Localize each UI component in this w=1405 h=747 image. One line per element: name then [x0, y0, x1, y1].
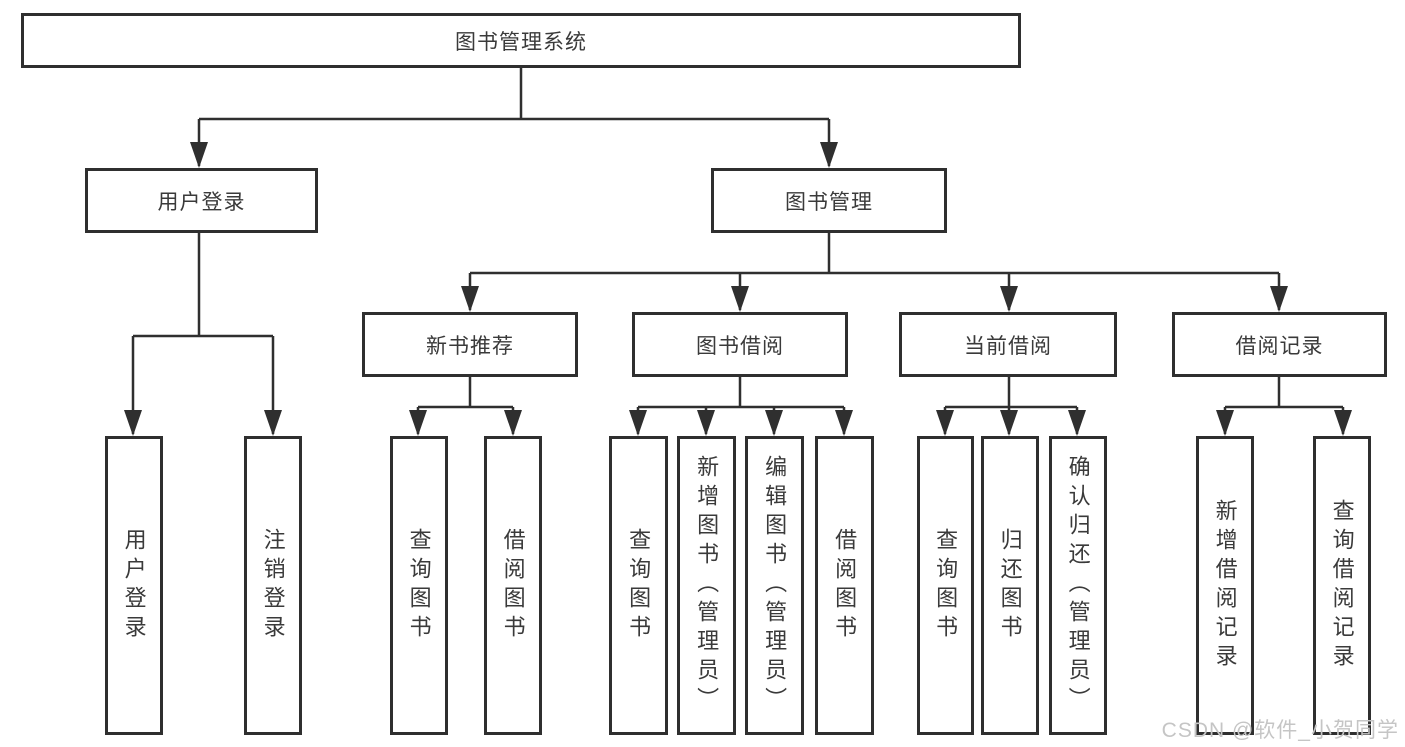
leaf-bb-query-books: 查询图书: [609, 436, 668, 735]
arrow-icon: [1000, 410, 1018, 436]
leaf-bb-edit-books-admin: 编辑图书（管理员）: [745, 436, 804, 735]
node-new-book-recommend: 新书推荐: [362, 312, 578, 377]
node-system-root: 图书管理系统: [21, 13, 1021, 68]
leaf-cb-return-books: 归还图书: [981, 436, 1039, 735]
leaf-bb-borrow-books: 借阅图书: [815, 436, 874, 735]
arrow-icon: [461, 286, 479, 312]
arrow-icon: [124, 410, 142, 436]
leaf-cb-query-books: 查询图书: [917, 436, 974, 735]
node-book-borrowing: 图书借阅: [632, 312, 848, 377]
arrow-icon: [504, 410, 522, 436]
node-book-management: 图书管理: [711, 168, 947, 233]
arrow-icon: [1334, 410, 1352, 436]
arrow-icon: [936, 410, 954, 436]
leaf-nb-query-books: 查询图书: [390, 436, 448, 735]
arrow-icon: [1068, 410, 1086, 436]
node-borrowing-records: 借阅记录: [1172, 312, 1387, 377]
leaf-nb-borrow-books: 借阅图书: [484, 436, 542, 735]
leaf-bb-add-books-admin: 新增图书（管理员）: [677, 436, 736, 735]
arrow-icon: [409, 410, 427, 436]
node-current-borrowing: 当前借阅: [899, 312, 1117, 377]
connector-book-borrow: [636, 377, 846, 434]
connector-book-mgmt: [468, 233, 1281, 310]
arrow-icon: [765, 410, 783, 436]
arrow-icon: [835, 410, 853, 436]
arrow-icon: [697, 410, 715, 436]
connector-user-login: [131, 233, 275, 434]
leaf-br-add-record: 新增借阅记录: [1196, 436, 1254, 735]
csdn-watermark: CSDN @软件_小贺同学: [1161, 719, 1399, 742]
leaf-user-login: 用户登录: [105, 436, 163, 735]
arrow-icon: [1216, 410, 1234, 436]
arrow-icon: [1270, 286, 1288, 312]
arrow-icon: [190, 142, 208, 168]
arrow-icon: [731, 286, 749, 312]
leaf-logout: 注销登录: [244, 436, 302, 735]
arrow-icon: [1000, 286, 1018, 312]
arrow-icon: [820, 142, 838, 168]
connector-new-books: [416, 377, 515, 434]
connector-borrow-records: [1223, 377, 1345, 434]
leaf-br-query-record: 查询借阅记录: [1313, 436, 1371, 735]
arrowheads: [124, 142, 1352, 436]
leaf-cb-confirm-return-admin: 确认归还（管理员）: [1049, 436, 1107, 735]
arrow-icon: [264, 410, 282, 436]
connector-root: [197, 68, 831, 166]
node-user-login: 用户登录: [85, 168, 318, 233]
arrow-icon: [629, 410, 647, 436]
